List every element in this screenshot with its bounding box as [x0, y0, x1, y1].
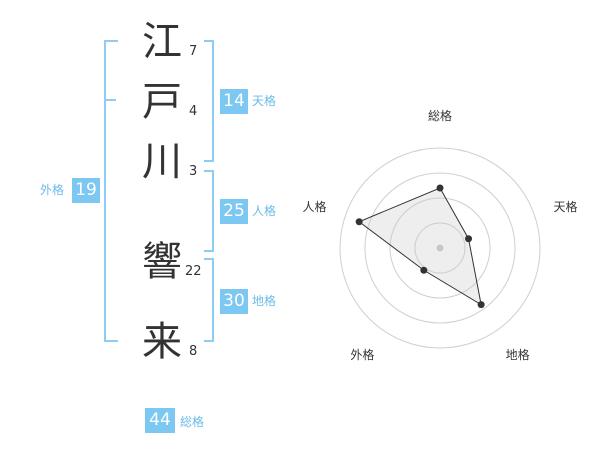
radar-area [358, 187, 482, 306]
radar-ring-3 [364, 172, 516, 324]
name-char-2: 戸 [142, 79, 182, 125]
chikaku-label: 地格 [252, 294, 277, 308]
name-char-3: 川 [142, 139, 182, 185]
stroke-count-3: 3 [189, 164, 198, 179]
name-char-5: 来 [142, 319, 182, 365]
radar-center-point [436, 244, 444, 252]
stroke-count-4: 22 [185, 264, 202, 279]
radar-axis-label-外格: 外格 [350, 347, 374, 362]
gaikaku-label: 外格 [40, 183, 65, 197]
radar-ring-2 [389, 197, 491, 299]
radar-axis-label-天格: 天格 [554, 199, 578, 214]
jinkaku-label: 人格 [252, 204, 277, 218]
radar-point-地格 [477, 301, 485, 309]
radar-axis-label-総格: 総格 [428, 108, 452, 123]
tenkaku-bracket [204, 40, 214, 162]
radar-point-外格 [420, 266, 428, 274]
stroke-count-2: 4 [189, 104, 198, 119]
tenkaku-label: 天格 [252, 94, 277, 108]
radar-axis-label-地格: 地格 [506, 347, 530, 362]
chikaku-bracket [204, 258, 214, 342]
gaikaku-inner-tick [106, 99, 116, 101]
radar-point-人格 [355, 218, 363, 226]
chikaku-badge: 30 [220, 289, 248, 314]
radar-point-天格 [465, 235, 473, 243]
stroke-count-1: 7 [189, 44, 198, 59]
radar-point-総格 [436, 184, 444, 192]
radar-axis-label-人格: 人格 [302, 199, 326, 214]
name-char-1: 江 [142, 19, 182, 65]
jinkaku-bracket [204, 170, 214, 252]
jinkaku-badge: 25 [220, 199, 248, 224]
soukaku-label: 総格 [180, 415, 205, 429]
soukaku-badge: 44 [145, 408, 175, 433]
gaikaku-badge: 19 [72, 178, 100, 203]
gaikaku-bracket [104, 40, 118, 342]
stroke-count-5: 8 [189, 344, 198, 359]
radar-ring-4 [339, 147, 541, 349]
radar-ring-1 [414, 222, 466, 274]
tenkaku-badge: 14 [220, 89, 248, 114]
name-char-4: 響 [142, 239, 182, 285]
